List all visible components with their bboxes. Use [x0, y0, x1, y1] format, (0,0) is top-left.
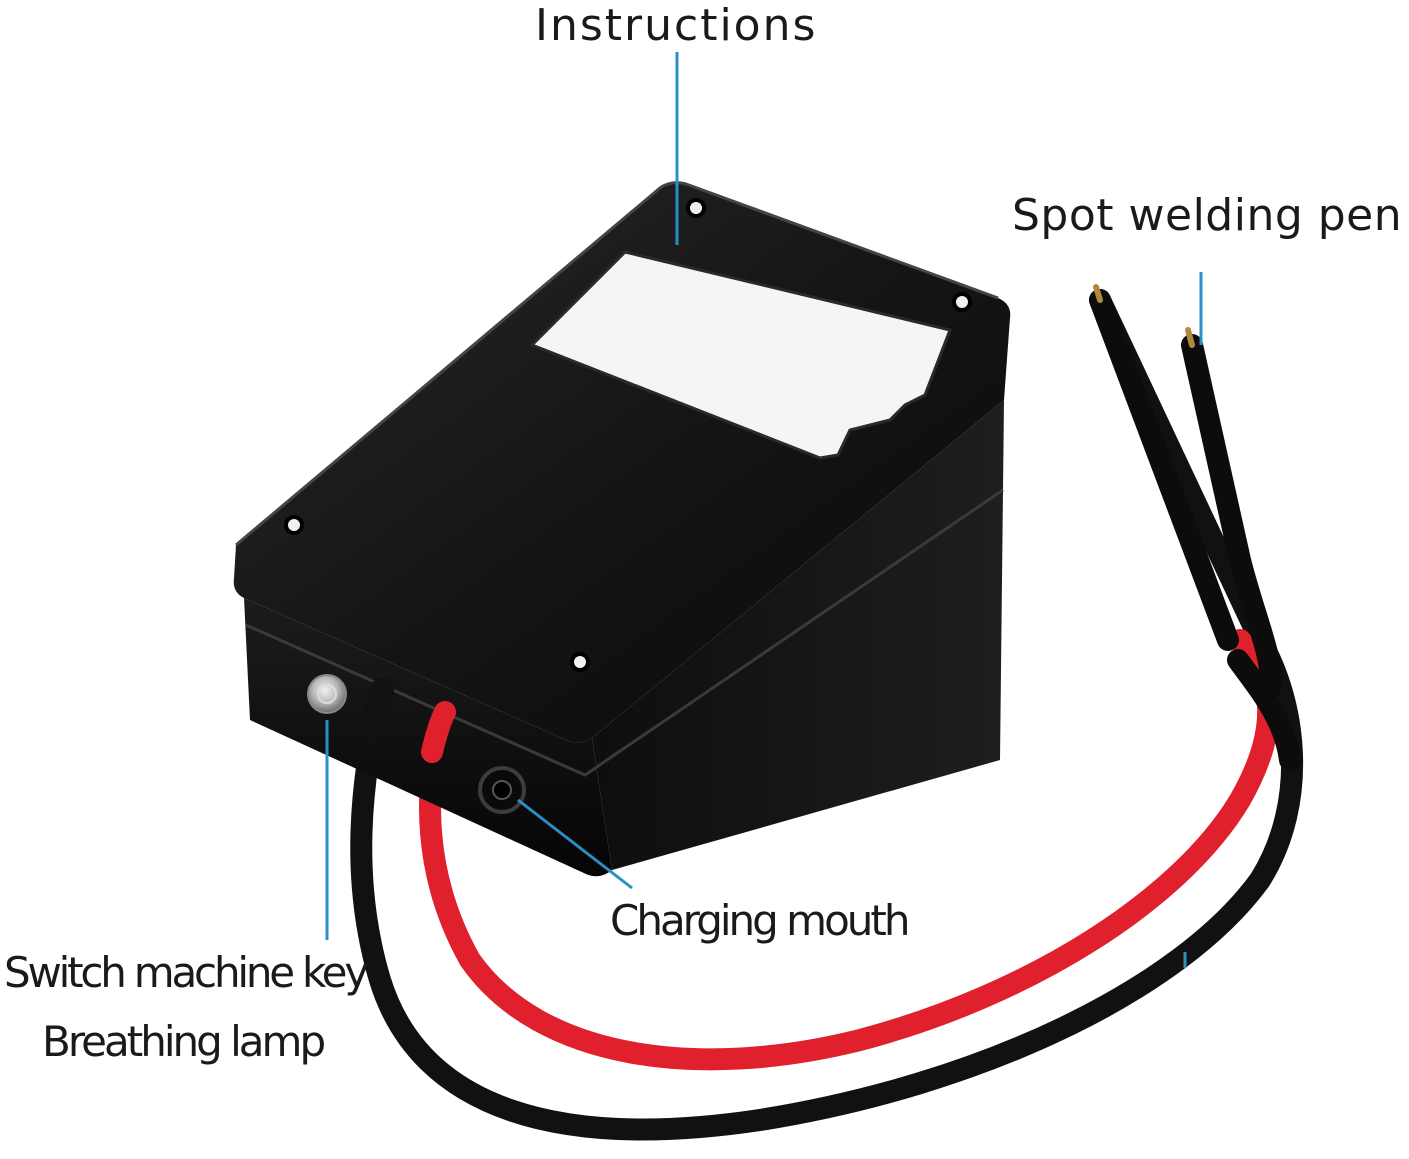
instructions-label: Instructions: [535, 0, 818, 51]
leader-lines: [325, 52, 1203, 968]
instructions-panel: [529, 250, 953, 460]
breathing-lamp-label: Breathing lamp: [42, 1017, 326, 1066]
switch-machine-key-label: Switch machine key: [4, 948, 369, 997]
box-side: [592, 400, 1004, 870]
pen-lead-right: [1181, 334, 1282, 701]
leader-charging: [517, 798, 633, 890]
black-wire: [350, 289, 1304, 1141]
charging-mouth-label: Charging mouth: [610, 896, 910, 945]
red-wire: [419, 629, 1280, 1071]
switch-button: [307, 674, 347, 714]
spot-welding-pen-label: Spot welding pen: [1012, 190, 1403, 241]
pen-lead-left: [1089, 289, 1239, 651]
screw-holes: [284, 198, 972, 672]
